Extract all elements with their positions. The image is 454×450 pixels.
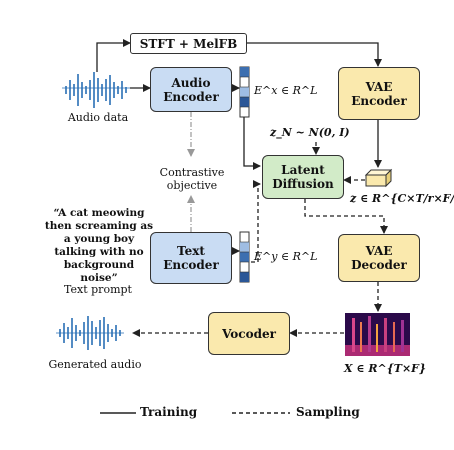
- audio-waveform-input: [62, 72, 130, 108]
- text-embedding-math: E^y ∈ R^L: [254, 250, 318, 263]
- text-prompt-content: “A cat meowing then screaming as a young…: [44, 207, 154, 284]
- text-encoder-box: Text Encoder: [150, 232, 232, 284]
- legend-sampling-label: Sampling: [296, 405, 360, 419]
- vocoder-box: Vocoder: [208, 312, 290, 355]
- legend-training-label: Training: [140, 405, 198, 419]
- audio-data-label: Audio data: [67, 111, 129, 124]
- stft-melfb-box: STFT + MelFB: [130, 33, 247, 54]
- audio-waveform-output: [56, 316, 124, 350]
- audio-encoder-box: Audio Encoder: [150, 67, 232, 112]
- text-embedding-vector: [239, 231, 250, 283]
- contrastive-objective-label: Contrastive objective: [159, 166, 225, 192]
- vae-encoder-box: VAE Encoder: [338, 67, 420, 120]
- text-prompt-label: Text prompt: [64, 283, 132, 296]
- vae-decoder-box: VAE Decoder: [338, 234, 420, 282]
- latent-shape-math: z ∈ R^{C×T/r×F/r}: [350, 192, 454, 205]
- audio-embedding-math: E^x ∈ R^L: [254, 84, 318, 97]
- generated-audio-label: Generated audio: [48, 358, 142, 371]
- audio-embedding-vector: [239, 66, 250, 118]
- latent-cube: [364, 168, 393, 188]
- mel-spectrogram: [345, 313, 410, 356]
- noise-prior-math: z_N ~ N(0, I): [270, 126, 350, 139]
- latent-diffusion-box: Latent Diffusion: [262, 155, 344, 199]
- spectrogram-shape-math: X ∈ R^{T×F}: [344, 362, 427, 375]
